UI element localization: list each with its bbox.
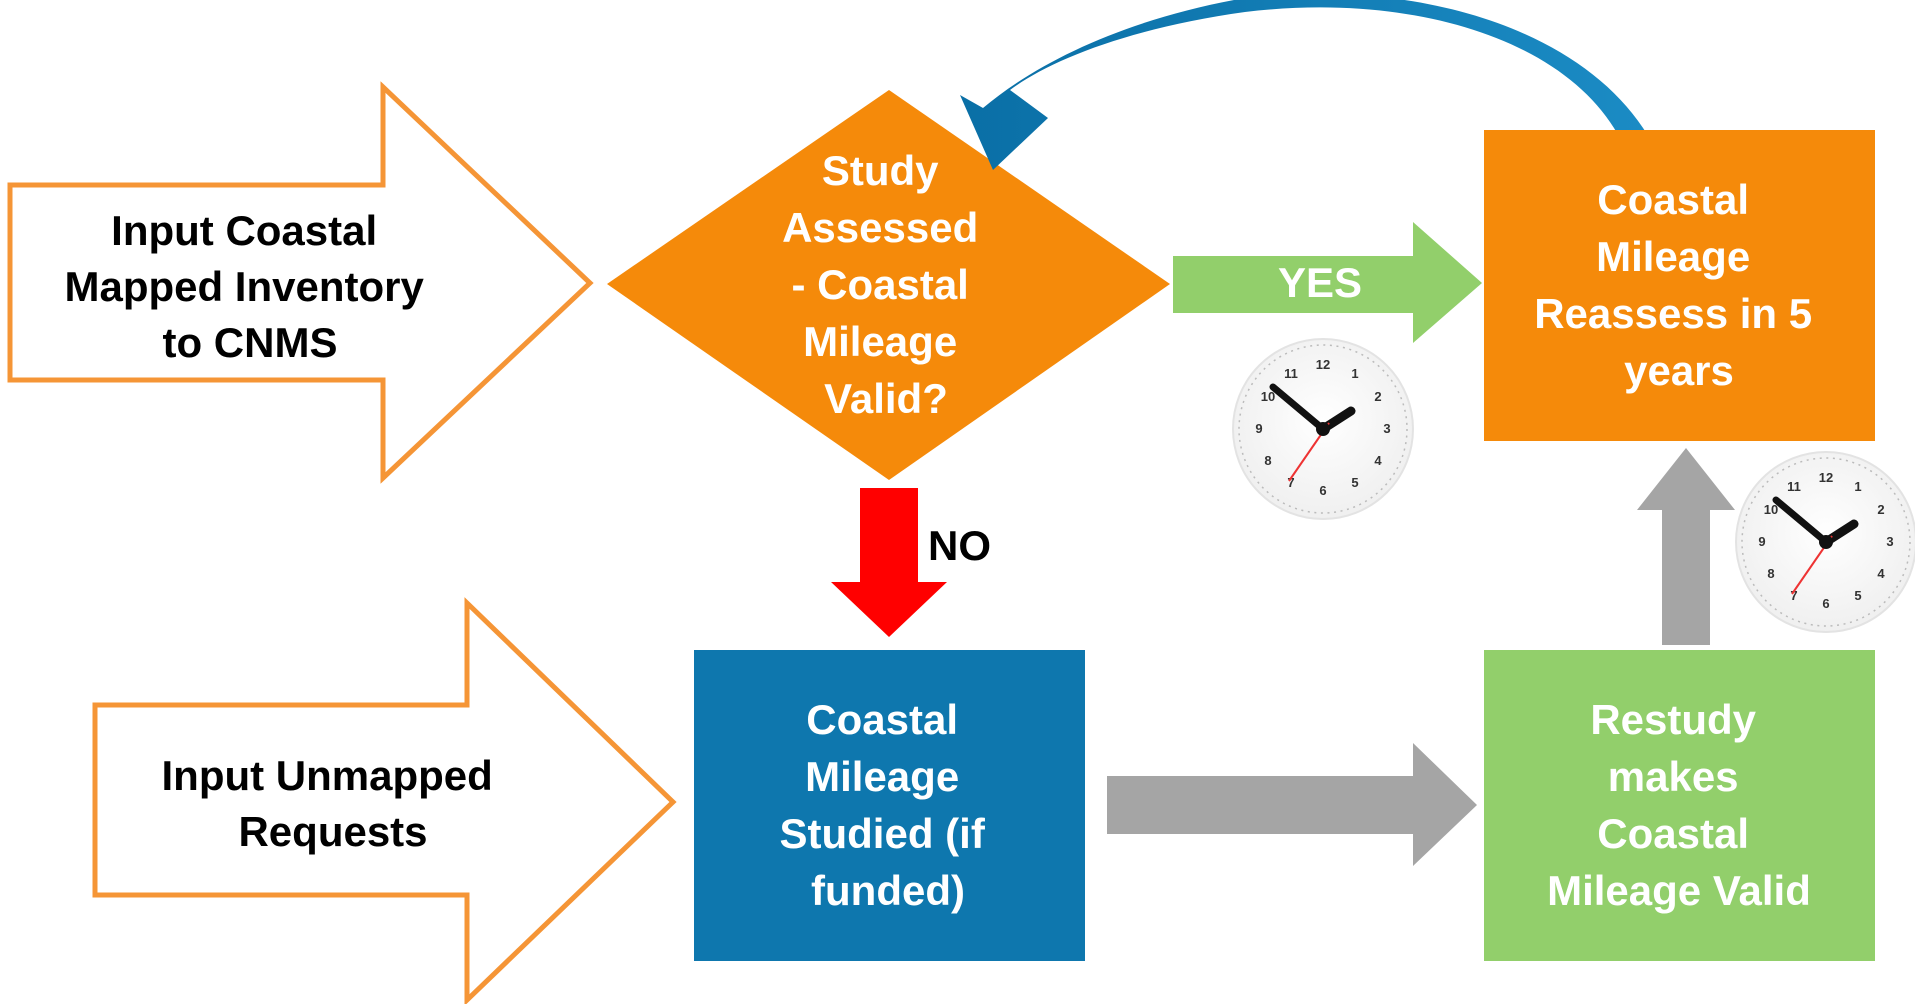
svg-text:6: 6 xyxy=(1822,596,1829,611)
svg-text:10: 10 xyxy=(1261,389,1275,404)
svg-text:5: 5 xyxy=(1854,588,1861,603)
svg-text:10: 10 xyxy=(1764,502,1778,517)
yes-label: YES xyxy=(1278,259,1362,306)
restudy-label: Restudy makes Coastal Mileage Valid xyxy=(1547,696,1811,914)
studied-to-restudy-arrow xyxy=(1107,743,1477,866)
svg-text:11: 11 xyxy=(1284,366,1298,381)
svg-text:9: 9 xyxy=(1758,534,1765,549)
svg-text:1: 1 xyxy=(1351,366,1358,381)
svg-text:12: 12 xyxy=(1819,470,1833,485)
svg-text:8: 8 xyxy=(1767,566,1774,581)
decision-diamond xyxy=(607,90,1170,480)
studied-label: Coastal Mileage Studied (if funded) xyxy=(780,696,997,914)
svg-text:9: 9 xyxy=(1255,421,1262,436)
svg-text:12: 12 xyxy=(1316,357,1330,372)
no-label: NO xyxy=(928,522,991,569)
svg-text:5: 5 xyxy=(1351,475,1358,490)
reassess-label: Coastal Mileage Reassess in 5 years xyxy=(1534,176,1824,394)
svg-text:1: 1 xyxy=(1854,479,1861,494)
input-unmapped-arrow xyxy=(92,597,677,1004)
reassess-box xyxy=(1484,130,1875,441)
svg-text:2: 2 xyxy=(1877,502,1884,517)
input-unmapped-label: Input Unmapped Requests xyxy=(162,752,505,855)
svg-text:7: 7 xyxy=(1287,475,1294,490)
svg-text:7: 7 xyxy=(1790,588,1797,603)
restudy-to-reassess-arrow xyxy=(1637,448,1735,645)
input-coastal-arrow xyxy=(7,81,594,484)
svg-text:2: 2 xyxy=(1374,389,1381,404)
svg-text:4: 4 xyxy=(1877,566,1885,581)
svg-text:6: 6 xyxy=(1319,483,1326,498)
svg-text:3: 3 xyxy=(1383,421,1390,436)
no-arrow xyxy=(831,488,947,637)
restudy-box xyxy=(1484,650,1875,961)
yes-arrow xyxy=(1173,222,1482,343)
decision-label: Study Assessed - Coastal Mileage Valid? xyxy=(782,147,990,422)
svg-text:8: 8 xyxy=(1264,453,1271,468)
studied-box xyxy=(694,650,1085,961)
svg-text:4: 4 xyxy=(1374,453,1382,468)
svg-text:11: 11 xyxy=(1787,479,1801,494)
input-coastal-label: Input Coastal Mapped Inventory to CNMS xyxy=(64,207,435,366)
svg-text:3: 3 xyxy=(1886,534,1893,549)
